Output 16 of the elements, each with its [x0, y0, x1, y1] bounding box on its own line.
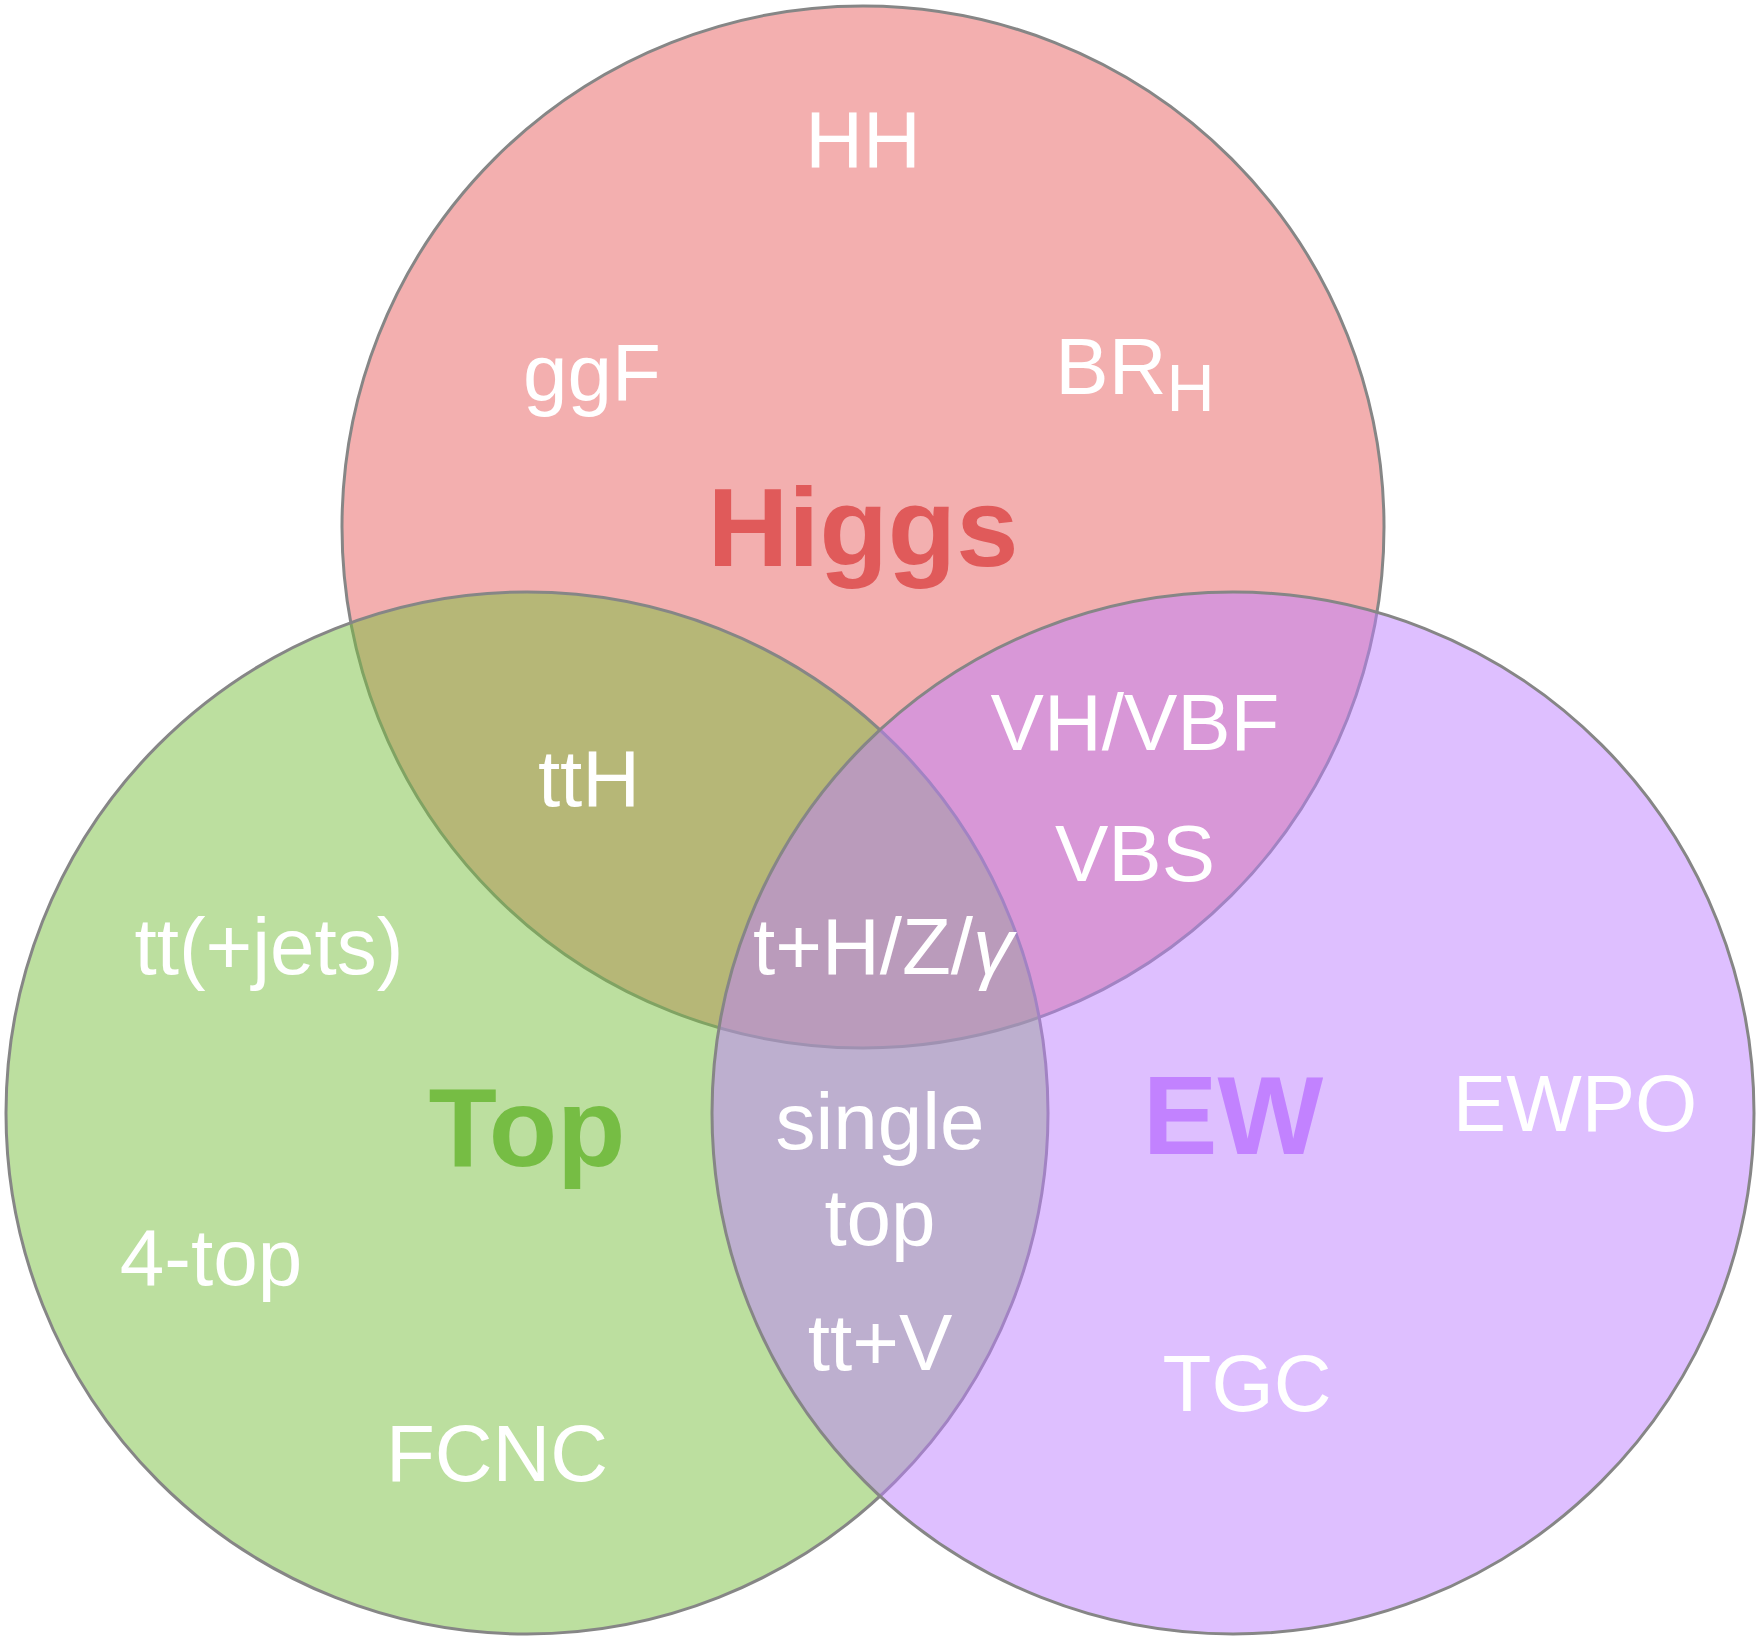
region-label: EWPO	[1452, 1058, 1698, 1150]
region-label: ggF	[523, 327, 661, 419]
set-title: Higgs	[707, 463, 1019, 592]
region-label: ttH	[537, 733, 641, 825]
set-title: EW	[1142, 1051, 1324, 1180]
region-label: VBS	[1054, 808, 1216, 900]
region-label: tt(+jets)	[134, 901, 404, 993]
region-label: FCNC	[385, 1408, 609, 1500]
region-label: tt+V	[807, 1297, 953, 1389]
set-title: Top	[428, 1063, 626, 1192]
region-label: 4-top	[119, 1212, 303, 1304]
region-label: HH	[805, 94, 921, 186]
region-label: BR$_{H}$	[1055, 320, 1215, 427]
region-label: single top	[774, 1076, 986, 1264]
region-label: TGC	[1162, 1338, 1332, 1430]
region-label: VH/VBF	[990, 677, 1280, 769]
